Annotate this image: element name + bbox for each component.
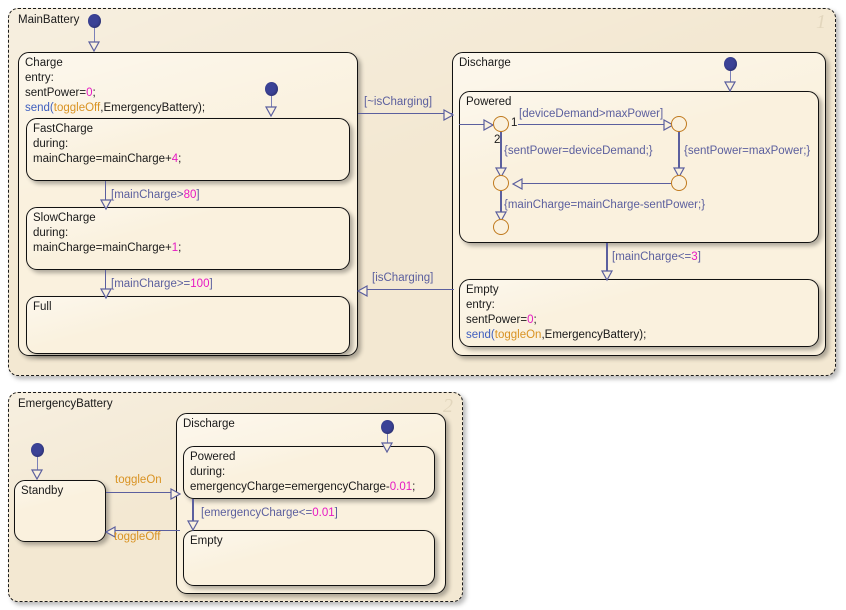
transition-label-maincharge-minus-sentpower: {mainCharge=mainCharge-sentPower;} xyxy=(504,199,706,211)
state-empty-main[interactable]: Empty entry: sentPower=0; send(toggleOn,… xyxy=(459,279,819,347)
default-transition-arrowhead-fastcharge xyxy=(264,106,278,118)
state-standby[interactable]: Standby xyxy=(14,480,106,542)
transition-line-slowcharge-full xyxy=(105,270,107,291)
state-slowcharge[interactable]: SlowCharge during: mainCharge=mainCharge… xyxy=(26,207,350,270)
state-charge-title: Charge xyxy=(25,57,63,69)
transition-line-standby-discharge xyxy=(106,492,174,494)
state-fastcharge-title: FastCharge xyxy=(33,123,94,135)
default-transition-dot-emer-discharge xyxy=(381,420,394,434)
state-empty-main-title: Empty xyxy=(466,284,499,296)
transition-arrowhead-slowcharge-full xyxy=(99,288,113,300)
transition-arrowhead-j3-j5 xyxy=(494,211,508,223)
junction-5[interactable] xyxy=(493,219,509,235)
transition-arrowhead-j2-j4 xyxy=(672,167,686,179)
transition-arrowhead-charge-discharge xyxy=(443,108,455,121)
transition-arrowhead-powered-entry xyxy=(483,118,495,132)
state-fastcharge-action: mainCharge=mainCharge+4; xyxy=(33,153,182,165)
state-slowcharge-title: SlowCharge xyxy=(33,212,96,224)
state-slowcharge-action: mainCharge=mainCharge+1; xyxy=(33,242,182,254)
state-full-title: Full xyxy=(33,301,52,313)
default-transition-dot-fastcharge xyxy=(265,82,278,96)
state-discharge-emergency-title: Discharge xyxy=(183,418,235,430)
transition-arrowhead-discharge-standby xyxy=(104,525,116,538)
transition-label-sentpower-maxpower: {sentPower=maxPower;} xyxy=(684,145,811,157)
transition-line-j1-j2 xyxy=(518,123,666,125)
transition-arrowhead-j4-j3 xyxy=(511,177,523,191)
default-transition-stem-discharge xyxy=(729,69,732,83)
state-charge-sentpower-line: sentPower=0; xyxy=(25,87,96,99)
transition-line-powered-entry xyxy=(459,123,486,125)
chart-corner-number-2: 2 xyxy=(443,395,453,417)
state-fastcharge[interactable]: FastCharge during: mainCharge=mainCharge… xyxy=(26,118,350,181)
junction-3[interactable] xyxy=(493,175,509,191)
state-empty-main-entry-keyword: entry: xyxy=(466,299,495,311)
transition-arrowhead-fastcharge-slowcharge xyxy=(99,199,113,211)
state-empty-main-send-line: send(toggleOn,EmergencyBattery); xyxy=(466,329,647,341)
state-discharge-title: Discharge xyxy=(459,57,511,69)
state-charge-entry-keyword: entry: xyxy=(25,72,54,84)
transition-line-emer-powered-empty xyxy=(192,499,194,524)
state-empty-emergency-title: Empty xyxy=(190,535,223,547)
state-charge-send-line: send(toggleOff,EmergencyBattery); xyxy=(25,102,206,114)
state-powered-emergency-during-keyword: during: xyxy=(190,466,226,478)
default-transition-stem-standby xyxy=(36,455,39,472)
transition-label-toggleoff: toggleOff xyxy=(114,531,161,543)
transition-label-maincharge-gt-80: [mainCharge>80] xyxy=(111,189,200,201)
state-powered-main-title: Powered xyxy=(466,96,512,108)
default-transition-arrowhead-charge xyxy=(87,41,101,53)
default-transition-dot-charge xyxy=(88,14,101,28)
junction-order-2: 2 xyxy=(494,134,501,146)
state-powered-emergency-action: emergencyCharge=emergencyCharge-0.01; xyxy=(190,481,416,493)
chart-title-mainbattery: MainBattery xyxy=(18,14,80,26)
transition-line-fastcharge-slowcharge xyxy=(105,181,107,202)
transition-line-discharge-standby xyxy=(112,530,180,532)
default-transition-arrowhead-emer-discharge xyxy=(380,442,394,454)
state-powered-emergency[interactable]: Powered during: emergencyCharge=emergenc… xyxy=(183,446,435,499)
transition-arrowhead-powered-empty xyxy=(600,270,614,282)
chart-corner-number-1: 1 xyxy=(816,11,826,33)
transition-line-charge-discharge xyxy=(358,113,453,115)
default-transition-dot-discharge xyxy=(724,57,737,71)
default-transition-arrowhead-discharge xyxy=(723,81,737,93)
transition-arrowhead-j1-j3 xyxy=(494,167,508,179)
default-transition-dot-standby xyxy=(31,443,44,457)
transition-arrowhead-standby-discharge xyxy=(170,487,182,500)
transition-line-j1-j3 xyxy=(500,132,502,170)
transition-label-maincharge-lte-3: [mainCharge<=3] xyxy=(612,251,701,263)
junction-1[interactable] xyxy=(493,116,509,132)
state-powered-main[interactable]: Powered xyxy=(459,91,819,243)
transition-label-toggleon: toggleOn xyxy=(115,474,162,486)
transition-line-empty-charge xyxy=(364,289,454,291)
state-standby-title: Standby xyxy=(21,485,64,497)
transition-label-not-ischarging: [~isCharging] xyxy=(364,96,433,108)
transition-line-j2-j4 xyxy=(678,132,680,170)
transition-arrowhead-j1-j2 xyxy=(663,118,675,132)
transition-label-emergencycharge-lte: [emergencyCharge<=0.01] xyxy=(201,507,338,519)
state-powered-emergency-title: Powered xyxy=(190,451,236,463)
transition-label-maincharge-gte-100: [mainCharge>=100] xyxy=(111,278,213,290)
default-transition-stem-charge xyxy=(93,26,96,44)
state-empty-emergency[interactable]: Empty xyxy=(183,530,435,586)
state-empty-main-sentpower-line: sentPower=0; xyxy=(466,314,537,326)
default-transition-arrowhead-standby xyxy=(30,469,44,481)
transition-label-devicedemand-gt-maxpower: [deviceDemand>maxPower] xyxy=(519,108,664,120)
junction-order-1: 1 xyxy=(511,117,518,129)
state-slowcharge-during-keyword: during: xyxy=(33,227,69,239)
chart-title-emergencybattery: EmergencyBattery xyxy=(18,398,113,410)
state-full[interactable]: Full xyxy=(26,296,350,354)
default-transition-stem-fastcharge xyxy=(270,94,273,109)
transition-line-j3-j5 xyxy=(500,191,502,215)
junction-2[interactable] xyxy=(671,116,687,132)
junction-4[interactable] xyxy=(671,175,687,191)
transition-line-powered-empty xyxy=(606,243,608,273)
transition-arrowhead-empty-charge xyxy=(356,284,368,297)
state-fastcharge-during-keyword: during: xyxy=(33,138,69,150)
transition-label-ischarging: [isCharging] xyxy=(372,272,434,284)
default-transition-stem-emer-discharge xyxy=(386,432,389,444)
transition-label-sentpower-devicedemand: {sentPower=deviceDemand;} xyxy=(504,145,653,157)
transition-line-j4-j3 xyxy=(519,182,671,184)
transition-arrowhead-emer-powered-empty xyxy=(186,520,200,532)
